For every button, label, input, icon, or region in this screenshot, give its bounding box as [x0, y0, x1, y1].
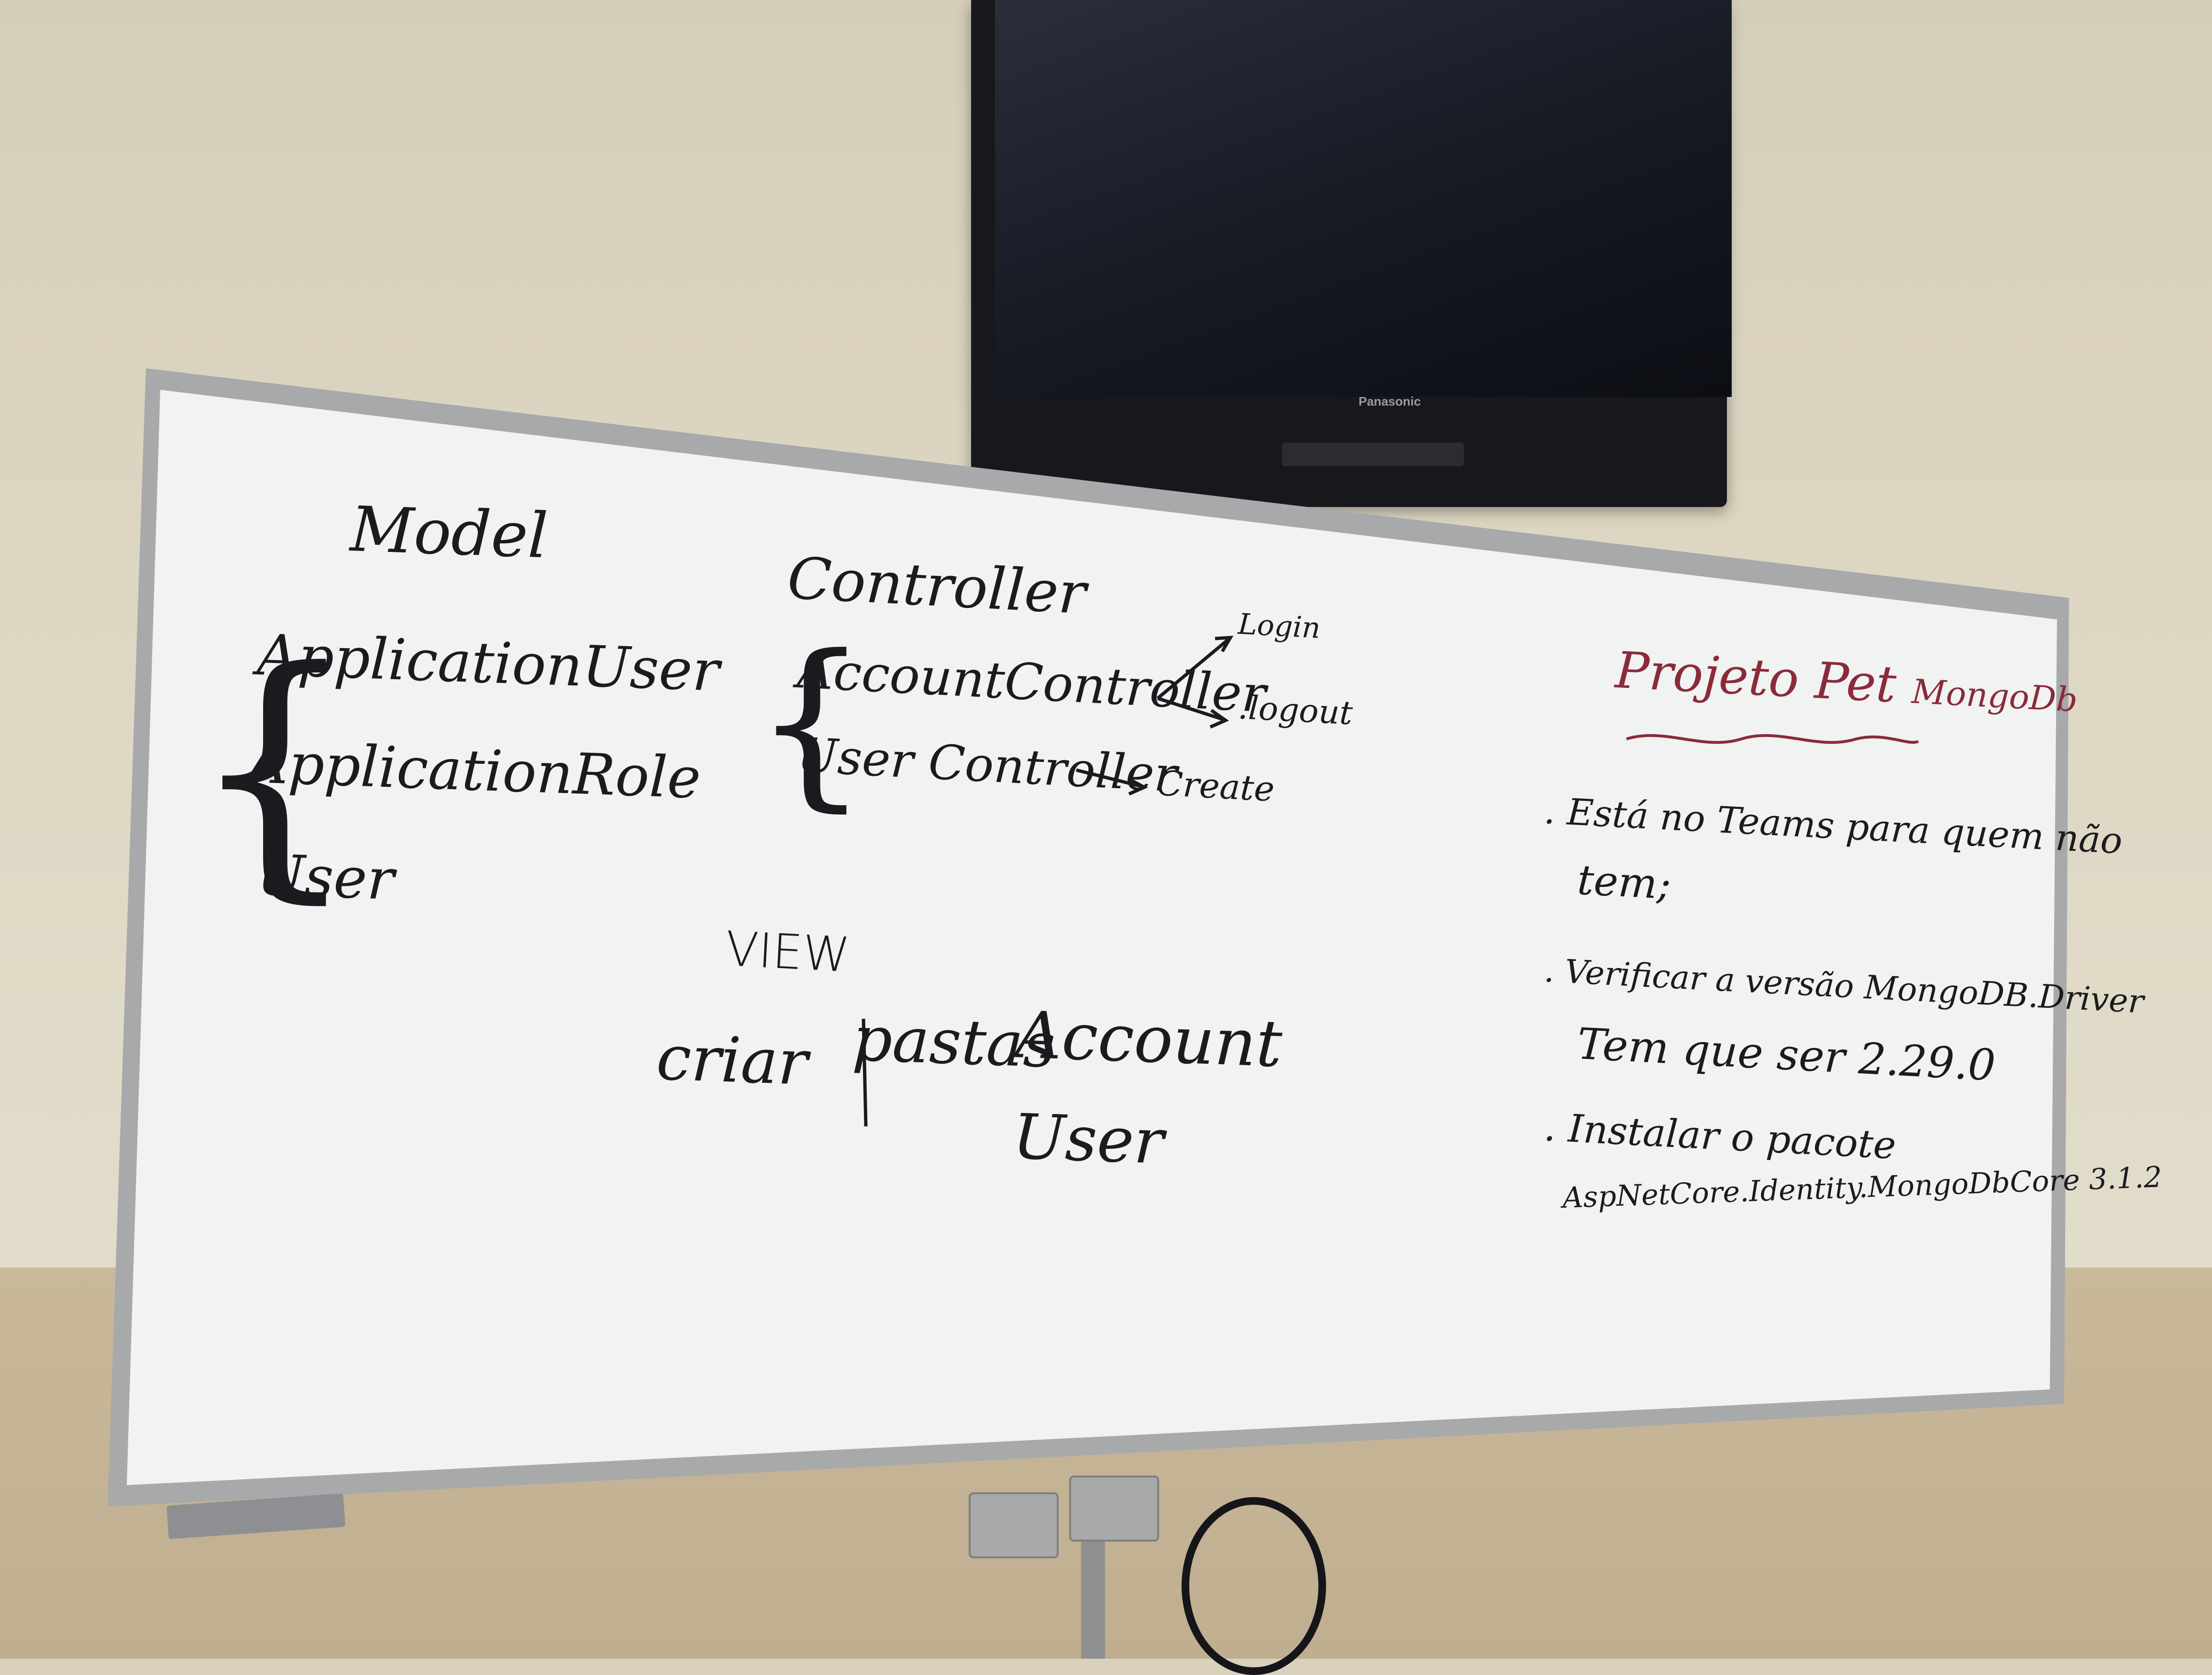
controller-brace: { — [753, 616, 869, 828]
television-screen — [995, 0, 1732, 397]
tv-control-panel — [1282, 442, 1464, 466]
view-folder-user: User — [1011, 1100, 1165, 1178]
view-folder-account: Account — [1014, 997, 1283, 1082]
model-brace: { — [189, 614, 360, 926]
user-action-create: Create — [1155, 763, 1276, 809]
view-heading: VIEW — [724, 921, 852, 983]
projeto-title-suffix: MongoDb — [1911, 672, 2079, 720]
power-outlet-right — [1069, 1476, 1159, 1542]
account-action-logout: .logout — [1237, 689, 1354, 733]
tv-brand-label: Panasonic — [1359, 394, 1421, 408]
projeto-note-line-2: tem; — [1576, 856, 1672, 909]
power-outlet-left — [969, 1492, 1059, 1558]
view-criar-label: criar — [655, 1021, 809, 1099]
account-action-login: Login — [1237, 607, 1321, 645]
conduit-pipe — [1081, 1531, 1105, 1659]
